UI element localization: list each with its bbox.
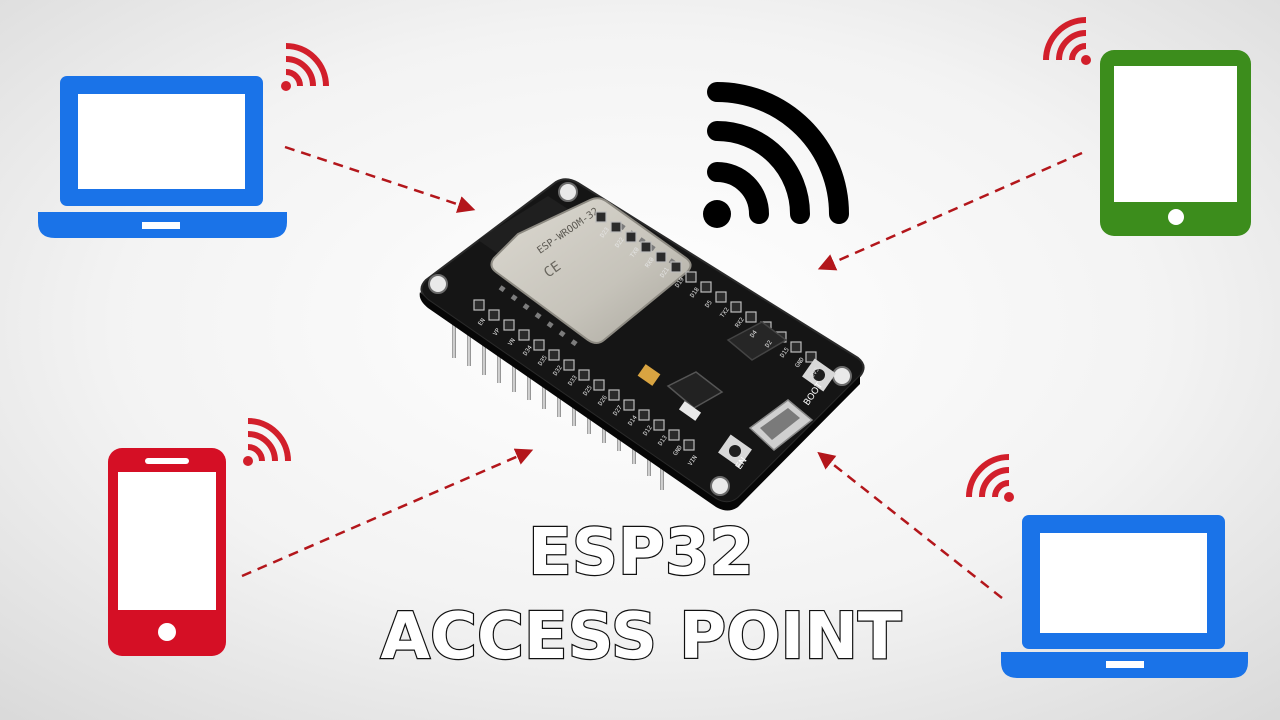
boot-button[interactable] xyxy=(802,358,836,392)
wifi-icon xyxy=(703,82,849,228)
phone-bottom-left-icon xyxy=(108,448,226,656)
pin-label-top: D5 xyxy=(704,299,714,309)
wifi-signal-icon xyxy=(243,418,291,466)
usb-uart-chip xyxy=(726,321,788,361)
pin-label-top: D4 xyxy=(749,329,759,339)
component xyxy=(678,401,702,421)
en-button[interactable] xyxy=(718,434,752,468)
title-line-1: ESP32 xyxy=(528,516,754,590)
connection-arrows xyxy=(241,145,1083,599)
pin-label-bottom: VP xyxy=(492,327,502,337)
wifi-signal-icon xyxy=(281,43,329,91)
micro-usb-port xyxy=(748,399,814,451)
capacitor xyxy=(637,364,661,386)
mount-hole xyxy=(710,476,730,496)
pin-label-bottom: VN xyxy=(507,337,517,347)
wifi-signal-icon xyxy=(966,454,1014,502)
mount-hole xyxy=(428,274,448,294)
esp32-board: ESP-WROOM-32 CE xyxy=(419,178,865,511)
title-line-2: ACCESS POINT xyxy=(380,600,901,674)
esp32-module-shield xyxy=(490,197,692,344)
pin-label-bottom: EN xyxy=(477,317,487,327)
mount-hole xyxy=(558,182,578,202)
wifi-signal-icon xyxy=(1043,17,1091,65)
dashed-arrow-icon xyxy=(241,448,534,578)
laptop-top-left-icon xyxy=(38,76,287,238)
mount-hole xyxy=(832,366,852,386)
pin-label-top: D2 xyxy=(764,339,774,349)
svg-text:CE: CE xyxy=(541,259,564,282)
tablet-top-right-icon xyxy=(1100,50,1251,236)
dashed-arrow-icon xyxy=(817,451,1003,599)
dashed-arrow-icon xyxy=(817,151,1083,271)
laptop-bottom-right-icon xyxy=(1001,515,1248,678)
voltage-regulator xyxy=(666,371,724,409)
